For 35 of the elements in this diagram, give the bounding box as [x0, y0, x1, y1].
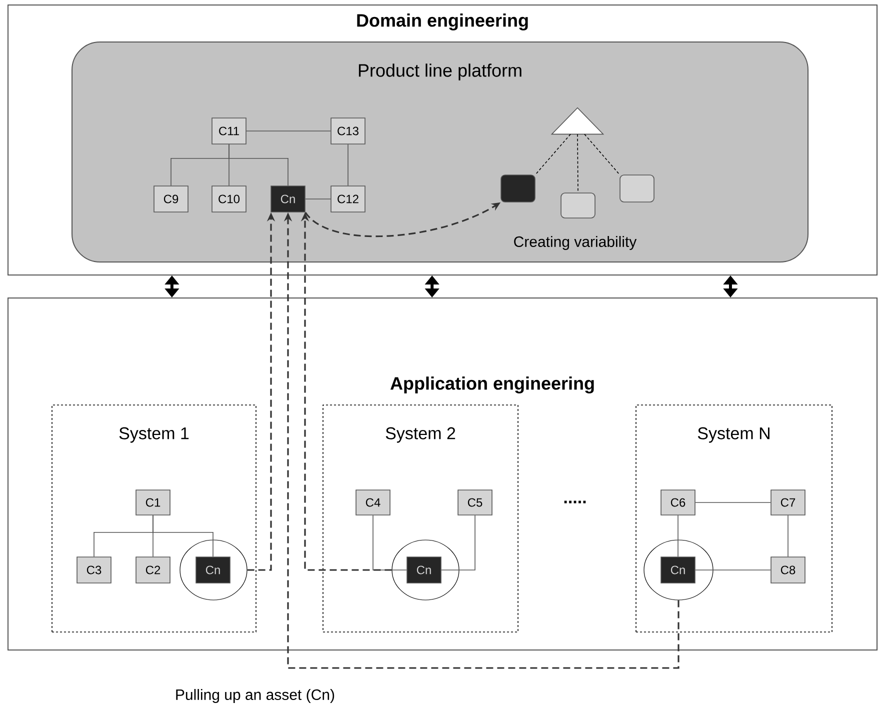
component-box: Cn — [270, 186, 306, 212]
variant-box — [620, 174, 654, 202]
component-box: C6 — [660, 490, 696, 516]
connector-line — [305, 198, 331, 200]
variant-box — [560, 192, 596, 218]
component-box: C3 — [76, 556, 112, 584]
connector-line — [695, 502, 771, 503]
component-box: C10 — [212, 186, 246, 212]
component-box: Cn — [196, 556, 230, 584]
highlight-ellipse — [180, 540, 248, 600]
highlight-ellipse — [644, 540, 714, 600]
highlight-ellipse — [392, 540, 460, 600]
component-box: Cn — [660, 556, 696, 584]
component-box: C11 — [212, 118, 246, 144]
component-box: C2 — [136, 556, 170, 584]
connector-line — [152, 515, 214, 557]
component-box: Cn — [406, 556, 442, 584]
caption-text: Pulling up an asset (Cn) — [176, 689, 334, 703]
variant-box — [500, 174, 536, 202]
component-box: C7 — [770, 490, 806, 516]
component-box: C12 — [330, 186, 366, 212]
component-box: C13 — [330, 118, 366, 144]
ellipsis-dots: ..... — [564, 500, 586, 504]
dotted-line — [584, 134, 620, 175]
dotted-line — [577, 134, 578, 193]
connector-line — [246, 130, 331, 132]
component-box: C1 — [136, 490, 170, 516]
connector-line — [228, 144, 288, 186]
dotted-line — [535, 134, 571, 175]
connector-line — [441, 515, 476, 570]
component-box: C8 — [770, 556, 806, 584]
component-box: C4 — [356, 490, 390, 516]
component-box: C9 — [154, 186, 188, 212]
caption-text: Creating variability — [514, 236, 637, 250]
component-box: C5 — [458, 490, 492, 516]
